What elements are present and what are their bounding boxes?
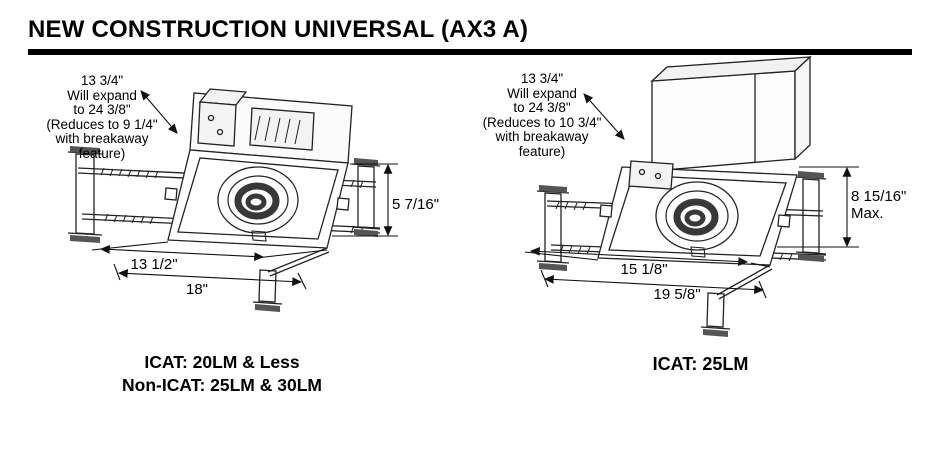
note-line: 13 3/4" (520, 71, 564, 86)
height-dimension-label: 8 15/16" Max. (851, 188, 935, 222)
note-line: to 24 3/8" (513, 100, 571, 115)
frame-width-dimension-label: 19 5/8" (653, 286, 701, 303)
pan-width-dimension-label: 13 1/2" (130, 256, 178, 273)
dimension-arrows (525, 93, 859, 298)
note-line: (Reduces to 9 1/4" (46, 116, 158, 132)
junction-box (629, 161, 673, 189)
housing-can (652, 57, 810, 171)
dimension-arrows (92, 90, 398, 289)
left-housing-drawing (20, 58, 440, 312)
height-dim-value: 8 15/16" (851, 188, 907, 205)
note-line: 13 3/4" (80, 73, 124, 88)
page-title: NEW CONSTRUCTION UNIVERSAL (AX3 A) (28, 16, 529, 43)
right-housing-drawing (455, 55, 937, 337)
caption-line: Non-ICAT: 25LM & 30LM (122, 375, 322, 395)
expansion-note: 13 3/4" Will expand to 24 3/8" (Reduces … (22, 73, 182, 161)
title-underline (28, 49, 912, 55)
note-line: feature) (518, 143, 566, 159)
pan-width-dimension-label: 15 1/8" (620, 261, 668, 278)
note-line: (Reduces to 10 3/4" (482, 114, 602, 130)
figure-caption: ICAT: 20LM & Less Non-ICAT: 25LM & 30LM (52, 351, 392, 397)
caption-line: ICAT: 25LM (652, 354, 749, 374)
frame-width-dimension-label: 18" (185, 281, 208, 298)
aperture (656, 182, 738, 257)
note-line: to 24 3/8" (73, 102, 131, 117)
note-line: with breakaway (55, 131, 149, 146)
note-line: feature) (78, 145, 126, 161)
note-line: Will expand (507, 85, 577, 101)
figure-caption: ICAT: 25LM (578, 353, 823, 376)
note-line: Will expand (67, 87, 137, 103)
expansion-note: 13 3/4" Will expand to 24 3/8" (Reduces … (462, 71, 622, 159)
caption-line: ICAT: 20LM & Less (144, 352, 300, 372)
height-dimension-label: 5 7/16" (392, 196, 440, 213)
height-dim-suffix: Max. (851, 205, 884, 222)
aperture (218, 167, 298, 241)
note-line: with breakaway (495, 129, 589, 144)
